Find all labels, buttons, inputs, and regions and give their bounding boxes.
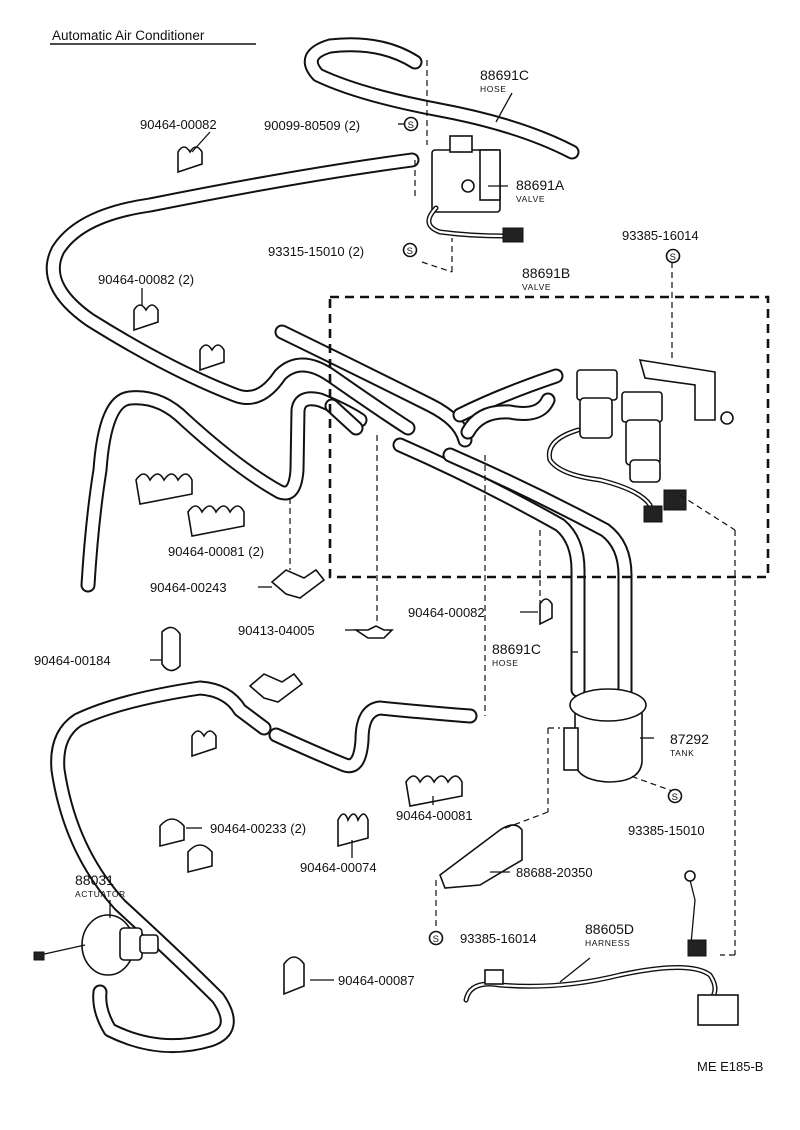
screw-bracket-label: 93385-16014 xyxy=(460,931,537,946)
clamp-81-label: 90464-00081 xyxy=(396,808,473,823)
valve-b-name: VALVE xyxy=(522,282,551,292)
clamp-82-mid-label: 90464-00082 xyxy=(408,605,485,620)
screw-tank-label: 93385-15010 xyxy=(628,823,705,838)
svg-text:S: S xyxy=(407,246,413,257)
svg-text:S: S xyxy=(670,252,676,263)
valve-a-number: 88691A xyxy=(516,177,565,193)
leader-lines xyxy=(109,60,736,983)
actuator-88031 xyxy=(33,914,159,976)
part-labels: 88691C HOSE 90464-00082 90099-80509 (2) … xyxy=(34,67,763,1074)
clamp-87-label: 90464-00087 xyxy=(338,973,415,988)
bolt-top-label: 90099-80509 (2) xyxy=(264,118,360,133)
tee-joint-label: 90413-04005 xyxy=(238,623,315,638)
hose-lines xyxy=(45,37,633,1054)
hose-top-number: 88691C xyxy=(480,67,529,83)
harness-name: HARNESS xyxy=(585,938,630,948)
clamp-top-label: 90464-00082 xyxy=(140,117,217,132)
hose-top-name: HOSE xyxy=(480,84,507,94)
clamp-parts xyxy=(133,146,553,996)
clamp-82-2-label: 90464-00082 (2) xyxy=(98,272,194,287)
hose-mid-number: 88691C xyxy=(492,641,541,657)
hose-mid-name: HOSE xyxy=(492,658,519,668)
clamp-233-2-label: 90464-00233 (2) xyxy=(210,821,306,836)
svg-text:S: S xyxy=(408,120,414,131)
clamp-184-label: 90464-00184 xyxy=(34,653,111,668)
actuator-name: ACTUATOR xyxy=(75,889,126,899)
bracket-88688 xyxy=(439,824,523,889)
tank-87292 xyxy=(563,688,647,783)
harness-88605d xyxy=(463,870,739,1026)
svg-text:S: S xyxy=(672,792,678,803)
diagram-title: Automatic Air Conditioner xyxy=(52,28,205,43)
harness-number: 88605D xyxy=(585,921,634,937)
clamp-74-label: 90464-00074 xyxy=(300,860,377,875)
clamp-243-label: 90464-00243 xyxy=(150,580,227,595)
valve-88691b xyxy=(546,359,734,523)
valve-b-number: 88691B xyxy=(522,265,570,281)
tank-number: 87292 xyxy=(670,731,709,747)
valve-88691a xyxy=(426,135,524,243)
actuator-number: 88031 xyxy=(75,872,114,888)
bracket-label: 88688-20350 xyxy=(516,865,593,880)
clamp-81-2-label: 90464-00081 (2) xyxy=(168,544,264,559)
valve-a-name: VALVE xyxy=(516,194,545,204)
valve-b-group-outline xyxy=(328,295,770,579)
standard-part-s-icon: S S S S S xyxy=(402,116,683,946)
svg-text:S: S xyxy=(433,934,439,945)
drawing-code: ME E185-B xyxy=(697,1059,763,1074)
screw-valve-a-label: 93315-15010 (2) xyxy=(268,244,364,259)
tank-name: TANK xyxy=(670,748,694,758)
screw-valve-b-label: 93385-16014 xyxy=(622,228,699,243)
